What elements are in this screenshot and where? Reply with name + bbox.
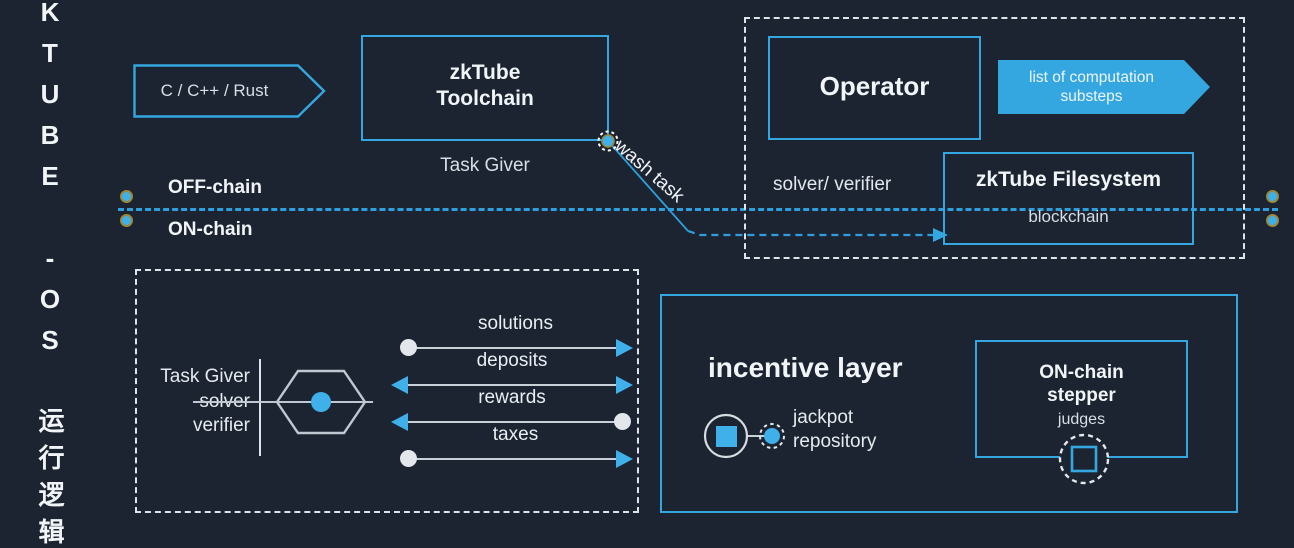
stepper-judge-node-icon [1058, 433, 1110, 485]
vertical-title-text: ZKTUBE -OS 运行逻辑图 [35, 0, 65, 548]
roles-divider-rule [259, 359, 261, 456]
flow-label-deposits: deposits [476, 350, 548, 371]
toolchain-title-line1: zkTube [449, 61, 521, 84]
flow-endpoint-dot-left [400, 450, 417, 467]
offchain-label: OFF-chain [168, 177, 262, 198]
jackpot-line2: repository [793, 430, 877, 452]
computation-substeps-label: list of computation substeps [1029, 68, 1180, 107]
flow-label-rewards: rewards [478, 387, 546, 408]
flow-label-taxes: taxes [492, 424, 539, 445]
stepper-caption: judges [1057, 411, 1106, 429]
offchain-marker-dot [120, 190, 133, 203]
jackpot-repository-icon [703, 413, 785, 459]
hexagon-node-icon [275, 369, 367, 435]
onchain-marker-dot-right [1266, 214, 1279, 227]
flow-line [405, 384, 619, 386]
operator-box: Operator [768, 36, 981, 140]
flow-arrowhead-right [616, 339, 633, 357]
incentive-layer-panel [660, 294, 1238, 513]
flow-row-taxes: taxes [400, 424, 633, 472]
substeps-line1: list of computation [1029, 68, 1154, 86]
offchain-marker-dot-right [1266, 190, 1279, 203]
flow-arrowhead-left [391, 413, 408, 431]
vertical-page-title: ZKTUBE -OS 运行逻辑图 [0, 0, 100, 548]
toolchain-title-line2: Toolchain [436, 86, 534, 110]
flow-line [412, 347, 619, 349]
flow-arrowhead-right [616, 376, 633, 394]
toolchain-caption: Task Giver [440, 155, 530, 176]
flow-label-solutions: solutions [478, 313, 553, 334]
computation-substeps-chevron: list of computation substeps [998, 60, 1211, 114]
flow-row-solutions: solutions [400, 313, 633, 361]
substeps-line2: substeps [1060, 88, 1123, 105]
wash-task-connector [597, 130, 689, 232]
incentive-layer-title: incentive layer [708, 352, 903, 383]
wash-task-to-filesystem-arrow [687, 228, 948, 242]
roles-label-group: Task Giver solver verifier [150, 365, 250, 439]
role-verifier: verifier [192, 415, 250, 437]
language-chevron-label: C / C++ / Rust [160, 81, 269, 100]
filesystem-title: zkTube Filesystem [975, 168, 1162, 191]
flow-arrowhead-left [391, 376, 408, 394]
jackpot-line1: jackpot [793, 407, 854, 428]
filesystem-caption: blockchain [1028, 206, 1109, 226]
flow-endpoint-dot-left [400, 339, 417, 356]
flow-endpoint-dot-right [614, 413, 631, 430]
roles-flows-panel [135, 269, 639, 513]
hexagon-connector-line [193, 401, 373, 403]
onchain-label: ON-chain [168, 219, 253, 240]
chain-divider-line [118, 208, 1278, 211]
chevron-outline-shape [133, 64, 326, 118]
jackpot-repository-label: jackpot repository [793, 406, 876, 454]
flow-arrowhead-right [616, 450, 633, 468]
chevron-filled-shape [998, 60, 1210, 114]
flow-line [412, 458, 619, 460]
role-task-giver: Task Giver [160, 366, 250, 387]
solver-verifier-label: solver/ verifier [773, 174, 892, 195]
flow-line [405, 421, 619, 423]
operator-title: Operator [819, 71, 930, 101]
flow-row-rewards: rewards [391, 387, 631, 435]
stepper-title-line2: stepper [1047, 385, 1116, 407]
zktube-filesystem-box: zkTube Filesystem blockchain [943, 152, 1194, 245]
flow-row-deposits: deposits [391, 350, 633, 398]
operator-group-container [744, 17, 1245, 259]
stepper-title-line1: ON-chain [1039, 362, 1124, 383]
language-chevron: C / C++ / Rust [133, 64, 326, 118]
onchain-marker-dot [120, 214, 133, 227]
zktube-toolchain-box: zkTube Toolchain [361, 35, 609, 141]
